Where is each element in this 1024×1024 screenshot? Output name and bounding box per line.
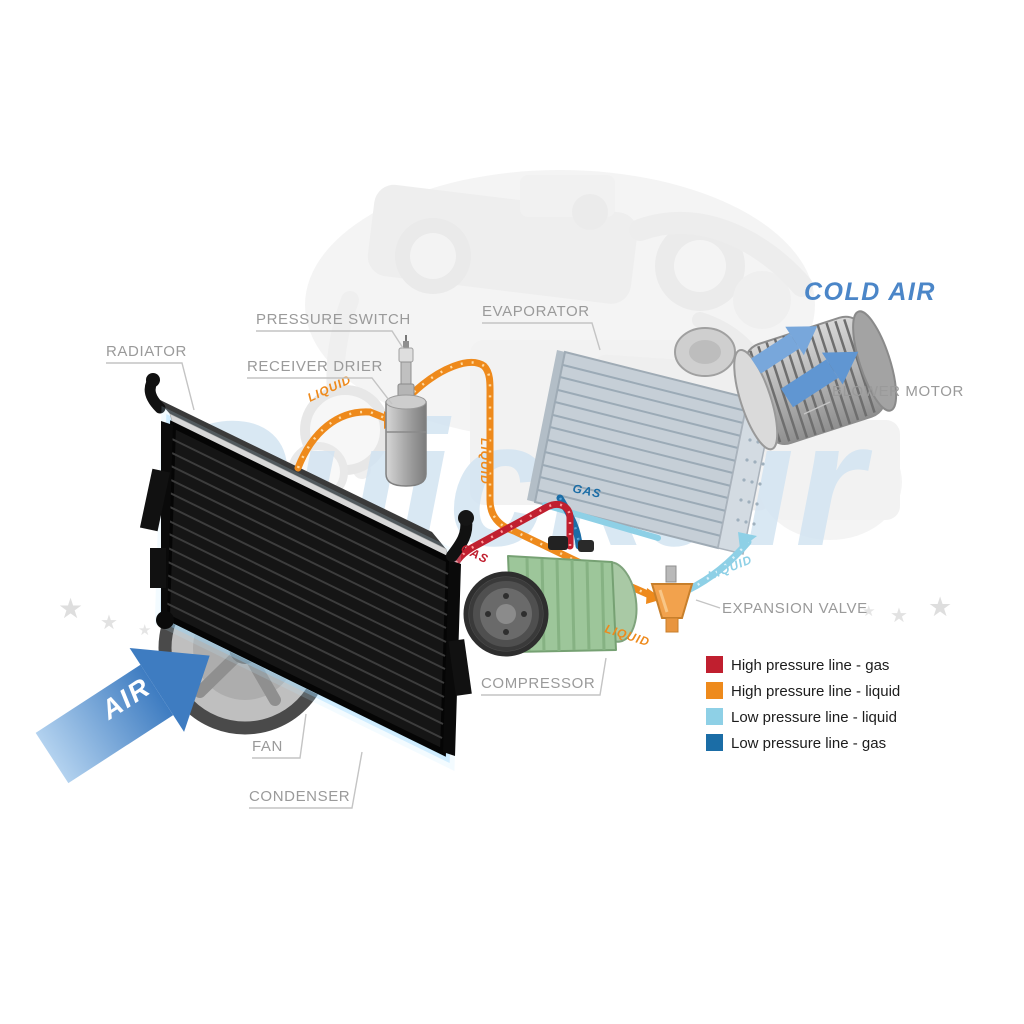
label-expansion-valve: EXPANSION VALVE bbox=[722, 600, 868, 617]
leader-radiator bbox=[106, 362, 195, 411]
receiver-drier bbox=[385, 383, 427, 487]
legend-label: High pressure line - gas bbox=[731, 657, 889, 674]
leader-expansion-valve bbox=[695, 599, 721, 609]
legend-swatch-low-pressure-liquid bbox=[706, 708, 723, 725]
cold-air-label: COLD AIR bbox=[804, 278, 936, 306]
leader-compressor bbox=[481, 657, 607, 696]
condenser-bracket bbox=[448, 639, 472, 696]
cold-air-arrow-icon bbox=[781, 351, 859, 408]
legend-swatch-low-pressure-gas bbox=[706, 734, 723, 751]
leader-blower-motor bbox=[803, 401, 831, 415]
compressor-port bbox=[548, 536, 568, 550]
watermark-star-icon: ★ bbox=[928, 592, 952, 622]
label-blower-motor: BLOWER MOTOR bbox=[832, 383, 964, 400]
expansion-valve bbox=[650, 565, 694, 633]
legend-label: Low pressure line - liquid bbox=[731, 709, 897, 726]
evaporator-fins bbox=[537, 364, 747, 537]
component-labels: RADIATOR PRESSURE SWITCH RECEIVER DRIER … bbox=[106, 303, 964, 809]
label-evaporator: EVAPORATOR bbox=[482, 303, 590, 320]
cold-air-arrow-icon bbox=[751, 326, 818, 374]
pressure-line-legend: High pressure line - gas High pressure l… bbox=[706, 656, 900, 752]
label-pressure-switch: PRESSURE SWITCH bbox=[256, 311, 411, 328]
condenser-bracket bbox=[150, 548, 166, 588]
cold-air-arrows: COLD AIR bbox=[751, 278, 936, 408]
compressor bbox=[463, 536, 638, 657]
label-radiator: RADIATOR bbox=[106, 343, 187, 360]
evaporator bbox=[527, 350, 774, 555]
legend-swatch-high-pressure-liquid bbox=[706, 682, 723, 699]
leader-pressure-switch bbox=[256, 330, 404, 349]
legend-swatch-high-pressure-gas bbox=[706, 656, 723, 673]
label-condenser: CONDENSER bbox=[249, 788, 350, 805]
condenser-bracket bbox=[139, 468, 171, 532]
engine-background-illustration bbox=[288, 170, 902, 540]
label-fan: FAN bbox=[252, 738, 283, 755]
leader-receiver-drier bbox=[247, 377, 393, 405]
watermark-star-icon: ★ bbox=[58, 593, 83, 624]
watermark-star-icon: ★ bbox=[890, 605, 908, 627]
condenser-fins bbox=[165, 438, 449, 739]
label-compressor: COMPRESSOR bbox=[481, 675, 595, 692]
pressure-switch bbox=[398, 335, 414, 387]
air-intake-arrow: AIR bbox=[35, 647, 210, 784]
watermark-star-icon: ★ bbox=[138, 622, 151, 639]
pipe-label-liquid: LIQUID bbox=[478, 438, 492, 485]
watermark-star-icon: ★ bbox=[862, 603, 875, 620]
condenser bbox=[139, 406, 474, 771]
pipe-label-gas: GAS bbox=[571, 481, 602, 501]
leader-evaporator bbox=[482, 322, 601, 351]
liquid-flow-arrowhead bbox=[738, 532, 757, 549]
compressor-port bbox=[578, 540, 594, 552]
legend-label: High pressure line - liquid bbox=[731, 683, 900, 700]
label-receiver-drier: RECEIVER DRIER bbox=[247, 358, 383, 375]
watermark-star-icon: ★ bbox=[100, 612, 118, 634]
radiator bbox=[144, 373, 446, 549]
legend-label: Low pressure line - gas bbox=[731, 735, 886, 752]
leader-condenser bbox=[249, 751, 363, 809]
leader-fan bbox=[252, 713, 307, 759]
